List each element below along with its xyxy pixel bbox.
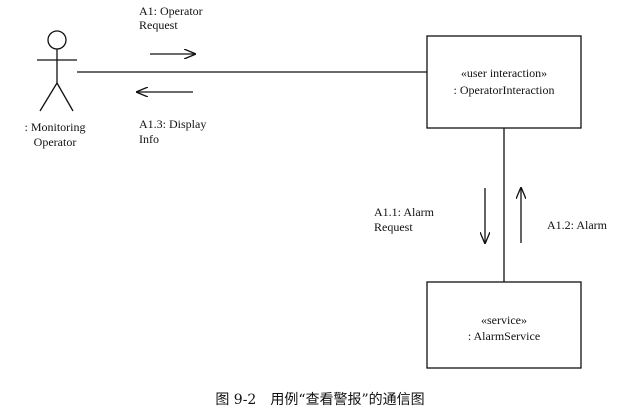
alarm-service-object: «service» : AlarmService	[426, 281, 582, 369]
actor-right-leg	[56, 82, 74, 112]
actor-head	[47, 30, 67, 50]
message-a1-3-label-line1: A1.3: Display	[139, 117, 206, 131]
alarm-service-stereotype: «service»	[481, 313, 527, 327]
message-a1-2-label: A1.2: Alarm	[547, 218, 608, 232]
message-a1-3-label-line2: Info	[139, 132, 159, 146]
actor-left-leg	[39, 82, 58, 112]
message-a1-label-line2: Request	[139, 18, 178, 32]
message-a1-1-label-line1: A1.1: Alarm	[374, 205, 435, 219]
operator-interaction-stereotype: «user interaction»	[461, 66, 547, 80]
monitoring-operator-actor: : Monitoring Operator	[24, 30, 86, 149]
actor-name-line2: Operator	[34, 135, 77, 149]
message-a1-2: A1.2: Alarm	[521, 188, 608, 243]
alarm-service-box	[426, 281, 582, 369]
message-a1: A1: Operator Request	[139, 4, 203, 54]
alarm-service-name: : AlarmService	[468, 329, 540, 343]
operator-interaction-name: : OperatorInteraction	[454, 83, 555, 97]
operator-interaction-object: «user interaction» : OperatorInteraction	[426, 35, 582, 129]
operator-interaction-box	[426, 35, 582, 129]
message-a1-1: A1.1: Alarm Request	[374, 188, 485, 243]
message-a1-label-line1: A1: Operator	[139, 4, 203, 18]
figure-caption: 图 9-2 用例“查看警报”的通信图	[215, 392, 424, 408]
message-a1-3: A1.3: Display Info	[137, 92, 206, 146]
actor-name-line1: : Monitoring	[24, 120, 85, 134]
message-a1-1-label-line2: Request	[374, 220, 413, 234]
